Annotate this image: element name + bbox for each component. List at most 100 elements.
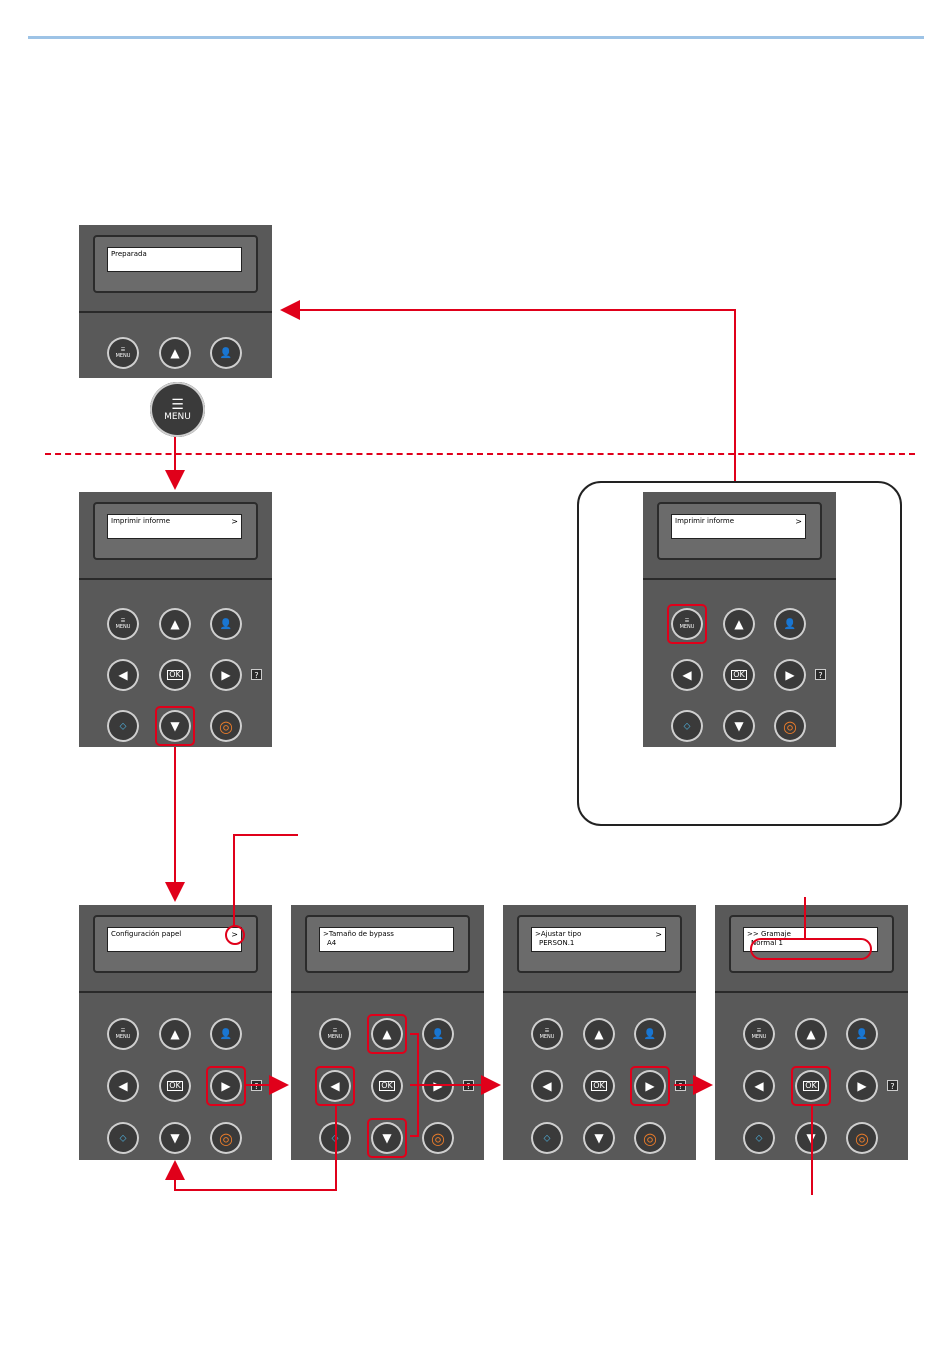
left-arrow-icon: ◀ [330, 1079, 340, 1093]
ok-button[interactable]: OK [159, 659, 191, 691]
go-button[interactable]: ⬦ [531, 1122, 563, 1154]
help-icon[interactable]: ? [251, 669, 262, 680]
highlight-down [155, 706, 195, 746]
right-button[interactable]: ▶ [774, 659, 806, 691]
top-rule [28, 36, 924, 39]
status-button[interactable]: 👤 [634, 1018, 666, 1050]
stop-icon: ◎ [219, 1128, 233, 1148]
down-button[interactable]: ▼ [159, 1122, 191, 1154]
stop-button[interactable]: ◎ [774, 710, 806, 742]
go-button[interactable]: ⬦ [743, 1122, 775, 1154]
up-button[interactable]: ▲ [159, 337, 191, 369]
ok-button[interactable]: OK [371, 1070, 403, 1102]
right-button[interactable]: ▶ [634, 1070, 666, 1102]
menu-key-large[interactable]: ☰ MENU [150, 382, 205, 437]
go-button[interactable]: ⬦ [107, 710, 139, 742]
status-icon: 👤 [783, 618, 797, 630]
down-arrow-icon: ▼ [594, 1131, 604, 1145]
stop-button[interactable]: ◎ [210, 710, 242, 742]
display: >Ajustar tipo > PERSON.1 [531, 927, 666, 952]
up-button[interactable]: ▲ [159, 608, 191, 640]
go-icon: ⬦ [543, 1132, 551, 1144]
up-button[interactable]: ▲ [371, 1018, 403, 1050]
left-button[interactable]: ◀ [531, 1070, 563, 1102]
right-button[interactable]: ▶ [210, 1070, 242, 1102]
up-button[interactable]: ▲ [159, 1018, 191, 1050]
go-icon: ⬦ [119, 1132, 127, 1144]
status-button[interactable]: 👤 [210, 337, 242, 369]
stop-button[interactable]: ◎ [422, 1122, 454, 1154]
help-icon[interactable]: ? [815, 669, 826, 680]
menu-button[interactable]: ☰MENU [107, 608, 139, 640]
right-arrow-icon: ▶ [785, 668, 795, 682]
status-button[interactable]: 👤 [774, 608, 806, 640]
menu-button[interactable]: ☰MENU [319, 1018, 351, 1050]
control-panel-set-type: >Ajustar tipo > PERSON.1 ☰MENU ▲ 👤 ◀ OK … [503, 905, 696, 1160]
highlight-ok [791, 1066, 831, 1106]
ok-button[interactable]: OK [583, 1070, 615, 1102]
left-arrow-icon: ◀ [542, 1079, 552, 1093]
left-button[interactable]: ◀ [671, 659, 703, 691]
display: Preparada [107, 247, 242, 272]
up-arrow-icon: ▲ [170, 1027, 180, 1041]
left-arrow-icon: ◀ [754, 1079, 764, 1093]
stop-button[interactable]: ◎ [846, 1122, 878, 1154]
up-arrow-icon: ▲ [806, 1027, 816, 1041]
menu-button[interactable]: ☰MENU [107, 337, 139, 369]
right-button[interactable]: ▶ [210, 659, 242, 691]
up-arrow-icon: ▲ [170, 346, 180, 360]
left-button[interactable]: ◀ [319, 1070, 351, 1102]
ok-button[interactable]: OK [159, 1070, 191, 1102]
stop-icon: ◎ [643, 1128, 657, 1148]
menu-icon: ☰ [120, 618, 126, 624]
display: Configuración papel > [107, 927, 242, 952]
display-frame: Preparada [93, 235, 258, 293]
menu-button[interactable]: ☰MENU [531, 1018, 563, 1050]
control-panel-callout: Imprimir informe > ☰MENU ▲ 👤 ◀ OK ▶ ? ⬦ … [643, 492, 836, 747]
stop-button[interactable]: ◎ [210, 1122, 242, 1154]
down-button[interactable]: ▼ [723, 710, 755, 742]
up-button[interactable]: ▲ [795, 1018, 827, 1050]
down-arrow-icon: ▼ [382, 1131, 392, 1145]
right-button[interactable]: ▶ [846, 1070, 878, 1102]
status-icon: 👤 [219, 1028, 233, 1040]
control-panel-paper-settings: Configuración papel > ☰MENU ▲ 👤 ◀ OK ▶ ?… [79, 905, 272, 1160]
status-button[interactable]: 👤 [210, 608, 242, 640]
back-arrow [165, 1106, 337, 1191]
up-button[interactable]: ▲ [583, 1018, 615, 1050]
down-button[interactable]: ▼ [159, 710, 191, 742]
display-line-1: Preparada [111, 250, 147, 258]
stop-button[interactable]: ◎ [634, 1122, 666, 1154]
return-arrow [280, 300, 736, 481]
status-icon: 👤 [219, 618, 233, 630]
right-arrow-icon: ▶ [857, 1079, 867, 1093]
ok-button[interactable]: OK [723, 659, 755, 691]
status-button[interactable]: 👤 [422, 1018, 454, 1050]
down-button[interactable]: ▼ [583, 1122, 615, 1154]
menu-button[interactable]: ☰MENU [671, 608, 703, 640]
go-icon: ⬦ [119, 720, 127, 732]
help-icon[interactable]: ? [887, 1080, 898, 1091]
ok-button[interactable]: OK [795, 1070, 827, 1102]
display: Imprimir informe > [671, 514, 806, 539]
left-button[interactable]: ◀ [743, 1070, 775, 1102]
control-panel-menu: Imprimir informe > ☰MENU ▲ 👤 ◀ OK ▶ ? ⬦ … [79, 492, 272, 747]
go-button[interactable]: ⬦ [107, 1122, 139, 1154]
left-button[interactable]: ◀ [107, 1070, 139, 1102]
down-button[interactable]: ▼ [371, 1122, 403, 1154]
menu-icon: ☰ [171, 396, 184, 413]
menu-button[interactable]: ☰MENU [743, 1018, 775, 1050]
control-panel-ready: Preparada ☰MENU ▲ 👤 [79, 225, 272, 378]
up-arrow-icon: ▲ [170, 617, 180, 631]
left-arrow-icon: ◀ [682, 668, 692, 682]
status-icon: 👤 [855, 1028, 869, 1040]
go-button[interactable]: ⬦ [671, 710, 703, 742]
status-button[interactable]: 👤 [846, 1018, 878, 1050]
left-button[interactable]: ◀ [107, 659, 139, 691]
stop-icon: ◎ [219, 716, 233, 736]
right-arrow-icon: ▶ [221, 668, 231, 682]
up-button[interactable]: ▲ [723, 608, 755, 640]
status-button[interactable]: 👤 [210, 1018, 242, 1050]
menu-button[interactable]: ☰MENU [107, 1018, 139, 1050]
